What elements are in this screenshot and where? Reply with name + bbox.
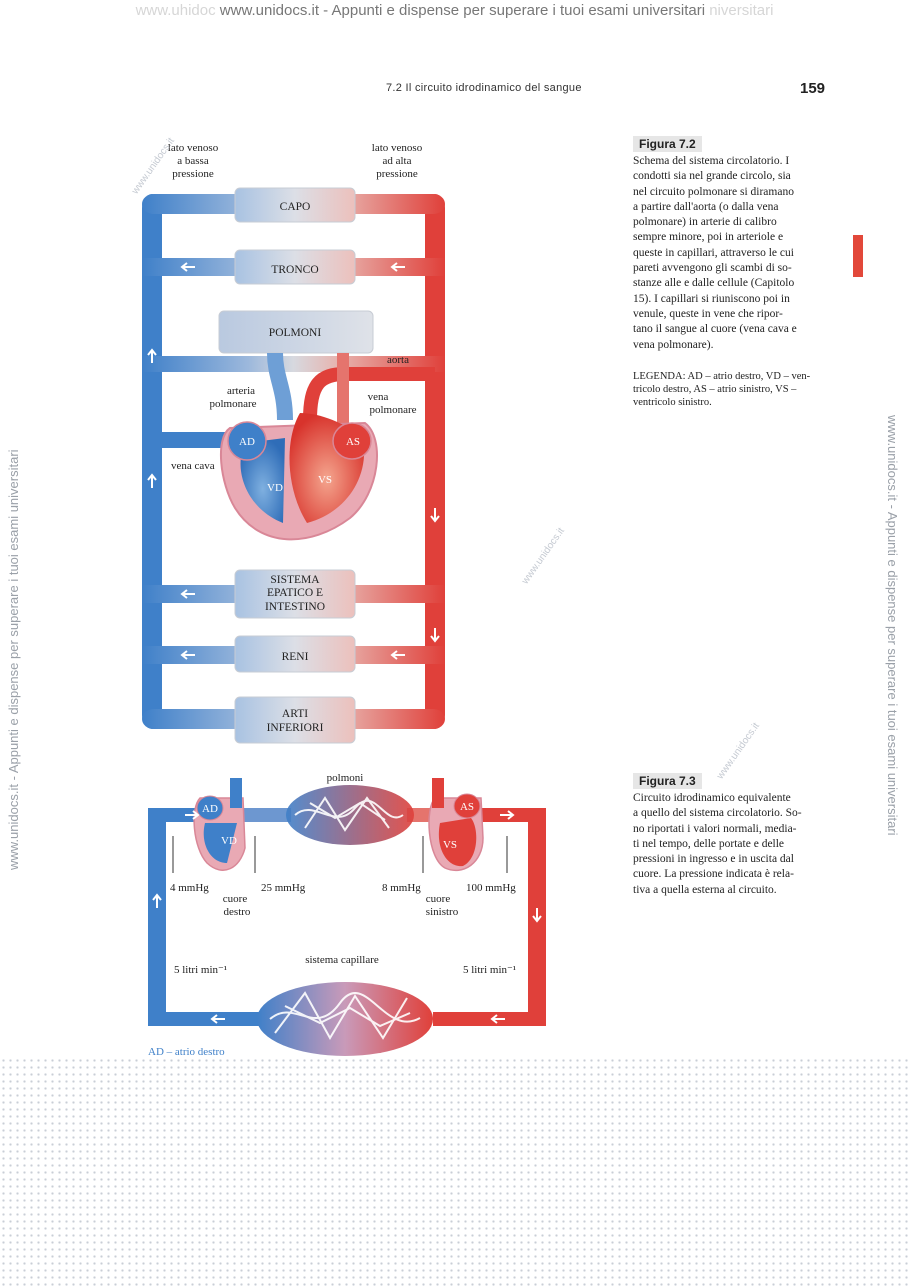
organ-polmoni: POLMONI: [269, 327, 322, 339]
figure-7-2-label: Figura 7.2: [633, 136, 702, 152]
organ-epatico-l1: SISTEMA: [270, 574, 320, 586]
diagonal-watermark-1: www.unidocs.it: [520, 525, 567, 587]
page-number: 159: [800, 80, 826, 97]
pressure-100-label: 100 mmHg: [466, 882, 516, 894]
low-pressure-side-label-l2: a bassa: [177, 155, 209, 167]
high-pressure-side-label-l1: lato venoso: [372, 142, 423, 154]
figure-7-2-caption: Schema del sistema circolatorio. I condo…: [633, 155, 797, 351]
figure-7-2-legend: LEGENDA: AD – atrio destro, VD – ven- tr…: [633, 371, 811, 408]
right-side-watermark: www.unidocs.it - Appunti e dispense per …: [885, 415, 900, 836]
left-heart-label-l1: cuore: [426, 893, 451, 905]
pulmonary-artery-label-l2: polmonare: [209, 398, 256, 410]
obscured-region-overlay: [0, 1057, 909, 1286]
figure-7-3-caption: Circuito idrodinamico equivalente a quel…: [633, 792, 802, 896]
organ-arti-l1: ARTI: [282, 708, 308, 720]
low-pressure-side-label-l1: lato venoso: [168, 142, 219, 154]
organ-tronco: TRONCO: [271, 264, 318, 276]
chapter-tab-marker: [853, 235, 863, 277]
aorta-label: aorta: [387, 354, 409, 366]
low-pressure-side-label-l3: pressione: [172, 168, 214, 180]
pressure-25-label: 25 mmHg: [261, 882, 306, 894]
left-side-watermark: www.unidocs.it - Appunti e dispense per …: [6, 449, 21, 870]
capillary-system-label: sistema capillare: [305, 954, 379, 966]
top-watermark: www.uhidoc www.unidocs.it - Appunti e di…: [135, 2, 774, 19]
polmoni-label: polmoni: [327, 772, 364, 784]
flow-right-label: 5 litri min⁻¹: [463, 964, 516, 976]
figure-7-3-label: Figura 7.3: [633, 773, 702, 789]
right-heart-label-l1: cuore: [223, 893, 248, 905]
pressure-8-label: 8 mmHg: [382, 882, 421, 894]
hydrodynamic-circuit-diagram: polmoni AD VD AS VS 4 mmHg 25 mmHg 8 mmH…: [148, 772, 546, 1056]
chamber-as: AS: [346, 436, 360, 448]
running-head: 7.2 Il circuito idrodinamico del sangue: [386, 82, 582, 94]
flow-left-label: 5 litri min⁻¹: [174, 964, 227, 976]
pulmonary-vein-label-l2: polmonare: [369, 404, 416, 416]
organ-arti-l2: INFERIORI: [267, 722, 324, 734]
circuit-chamber-ad: AD: [202, 803, 218, 815]
right-heart-label-l2: destro: [224, 906, 251, 918]
left-heart-label-l2: sinistro: [426, 906, 459, 918]
pulmonary-artery-label-l1: arteria: [227, 385, 255, 397]
circulatory-system-diagram: lato venoso a bassa pressione lato venos…: [142, 142, 445, 744]
diagonal-watermark-2: www.unidocs.it: [715, 720, 762, 782]
high-pressure-side-label-l3: pressione: [376, 168, 418, 180]
circuit-chamber-vs: VS: [443, 839, 457, 851]
organ-reni: RENI: [282, 651, 309, 663]
vena-cava-label: vena cava: [171, 460, 215, 472]
organ-capo: CAPO: [280, 201, 311, 213]
high-pressure-side-label-l2: ad alta: [382, 155, 411, 167]
circuit-chamber-as: AS: [460, 801, 474, 813]
organ-epatico-l3: INTESTINO: [265, 601, 325, 613]
chamber-ad: AD: [239, 436, 255, 448]
bottom-legend-fragment-1: AD – atrio destro: [148, 1046, 225, 1058]
chamber-vd: VD: [267, 482, 283, 494]
organ-epatico-l2: EPATICO E: [267, 587, 323, 599]
chamber-vs: VS: [318, 474, 332, 486]
circuit-chamber-vd: VD: [221, 835, 237, 847]
pulmonary-vein-label-l1: vena: [368, 391, 389, 403]
pressure-4-label: 4 mmHg: [170, 882, 209, 894]
